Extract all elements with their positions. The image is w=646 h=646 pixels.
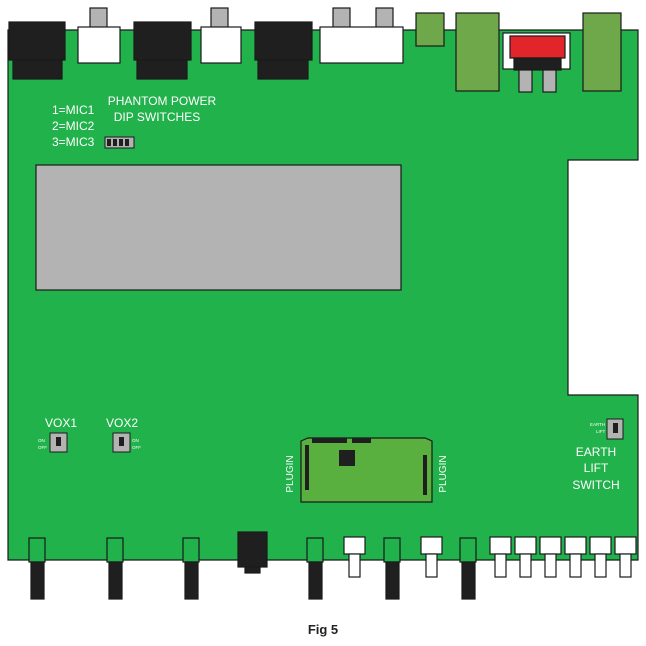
vox1-on-label: ON xyxy=(38,438,45,443)
mic-labels: 1=MIC1 2=MIC2 3=MIC3 xyxy=(52,103,95,149)
grey-panel xyxy=(35,164,402,291)
earth-lift-switch xyxy=(606,418,624,440)
jack-socket-2 xyxy=(200,7,242,64)
top-connectors xyxy=(8,7,622,93)
bottom-jack-5 xyxy=(383,537,401,600)
bottom-jack-6 xyxy=(459,537,477,600)
plugin-right-label: PLUGIN xyxy=(438,455,449,492)
xlr-socket-1 xyxy=(8,21,66,80)
mic2-label: 2=MIC2 xyxy=(52,119,95,133)
bottom-rca-8 xyxy=(614,536,637,578)
vox2-off-label: OFF xyxy=(132,445,141,450)
headphone-socket xyxy=(237,531,268,574)
bottom-rca-2 xyxy=(420,536,443,578)
plugin-module xyxy=(300,437,433,503)
bottom-rca-6 xyxy=(564,536,587,578)
vox1-switch xyxy=(49,432,68,453)
pcb-board xyxy=(7,29,639,561)
earth-lift-title-3: SWITCH xyxy=(572,478,619,492)
phantom-dip-switch xyxy=(104,136,135,149)
vox2-switch xyxy=(112,432,131,453)
terminal-block-1 xyxy=(455,12,500,92)
bottom-jack-2 xyxy=(106,537,124,600)
bottom-rca-5 xyxy=(539,536,562,578)
dual-jack-socket xyxy=(319,7,404,64)
earth-lift-small-1: EARTH xyxy=(590,422,605,427)
earth-lift-title-2: LIFT xyxy=(584,461,609,475)
earth-lift-title-1: EARTH xyxy=(576,445,616,459)
earth-lift-small-2: LIFT xyxy=(596,429,606,434)
bottom-jack-4 xyxy=(306,537,324,600)
power-switch xyxy=(502,32,571,93)
dip-switches-title: DIP SWITCHES xyxy=(114,110,200,124)
xlr-socket-2 xyxy=(133,21,192,80)
bottom-rca-7 xyxy=(589,536,612,578)
figure-caption: Fig 5 xyxy=(308,622,338,637)
small-terminal-block xyxy=(415,12,445,47)
plugin-connector-right xyxy=(423,455,427,495)
vox1-off-label: OFF xyxy=(38,445,47,450)
vox2-label: VOX2 xyxy=(106,416,138,430)
bottom-jack-1 xyxy=(28,537,46,600)
terminal-block-2 xyxy=(582,12,622,92)
bottom-rca-4 xyxy=(514,536,537,578)
bottom-rca-3 xyxy=(489,536,512,578)
bottom-jack-3 xyxy=(182,537,200,600)
jack-socket-1 xyxy=(77,7,121,64)
plugin-connector-left xyxy=(305,445,309,490)
vox2-on-label: ON xyxy=(132,438,139,443)
xlr-socket-3 xyxy=(254,21,313,80)
plugin-left-label: PLUGIN xyxy=(285,455,296,492)
mic3-label: 3=MIC3 xyxy=(52,135,95,149)
plugin-chip xyxy=(339,450,355,466)
bottom-connectors xyxy=(28,531,637,600)
phantom-power-title: PHANTOM POWER xyxy=(108,94,217,108)
mic1-label: 1=MIC1 xyxy=(52,103,95,117)
bottom-rca-1 xyxy=(343,536,366,578)
vox1-label: VOX1 xyxy=(45,416,77,430)
